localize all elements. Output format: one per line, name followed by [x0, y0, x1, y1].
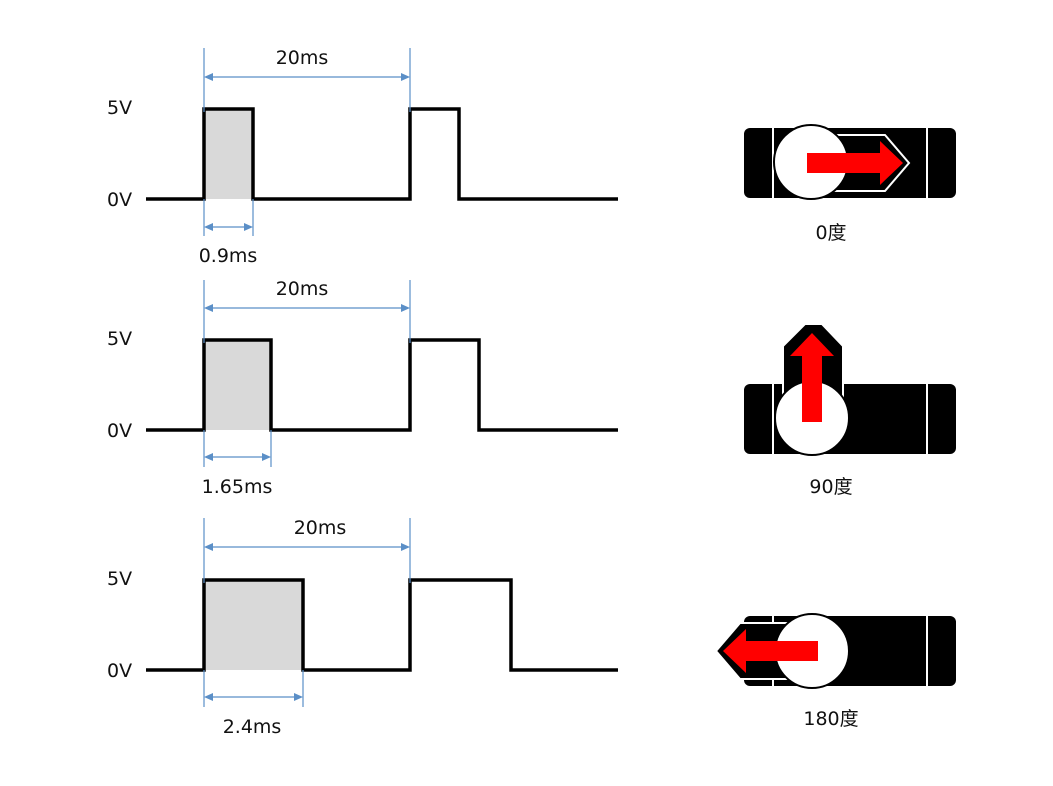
- pwm-waveform: [146, 338, 618, 432]
- high-voltage-label: 5V: [107, 568, 132, 590]
- pulse-width-dimension: 0.9ms: [199, 199, 258, 267]
- pulse-width-label: 2.4ms: [223, 716, 282, 738]
- low-voltage-label: 0V: [107, 420, 132, 442]
- pulse-shade: [204, 580, 303, 670]
- servo-180deg: 180度: [714, 613, 956, 730]
- period-label: 20ms: [294, 517, 347, 539]
- arrow-up-icon: [790, 333, 834, 422]
- pulse-width-dimension: 1.65ms: [202, 430, 273, 498]
- pulse-width-label: 1.65ms: [202, 476, 273, 498]
- pulse-shade: [204, 109, 253, 199]
- waveform-row-2: 5V 0V 20ms 2.4ms: [107, 517, 618, 738]
- angle-label: 90度: [809, 476, 852, 498]
- period-label: 20ms: [276, 278, 329, 300]
- pulse-width-dimension: 2.4ms: [203, 670, 304, 738]
- waveform-row-1: 5V 0V 20ms 1.65ms: [107, 278, 618, 498]
- pulse-width-label: 0.9ms: [199, 245, 258, 267]
- angle-label: 180度: [803, 708, 858, 730]
- period-dimension: 20ms: [203, 278, 411, 343]
- period-dimension: 20ms: [203, 47, 411, 112]
- period-dimension: 20ms: [203, 517, 411, 583]
- pwm-waveform: [146, 578, 618, 672]
- arrow-left-icon: [723, 629, 818, 673]
- pulse-shade: [204, 340, 271, 430]
- low-voltage-label: 0V: [107, 660, 132, 682]
- high-voltage-label: 5V: [107, 97, 132, 119]
- waveform-row-0: 5V 0V 20ms 0.9ms: [107, 47, 618, 267]
- pwm-waveform: [146, 107, 618, 201]
- servo-90deg: 90度: [744, 323, 956, 498]
- high-voltage-label: 5V: [107, 328, 132, 350]
- servo-0deg: 0度: [744, 124, 956, 244]
- low-voltage-label: 0V: [107, 189, 132, 211]
- period-label: 20ms: [276, 47, 329, 69]
- arrow-right-icon: [807, 141, 903, 185]
- angle-label: 0度: [815, 222, 846, 244]
